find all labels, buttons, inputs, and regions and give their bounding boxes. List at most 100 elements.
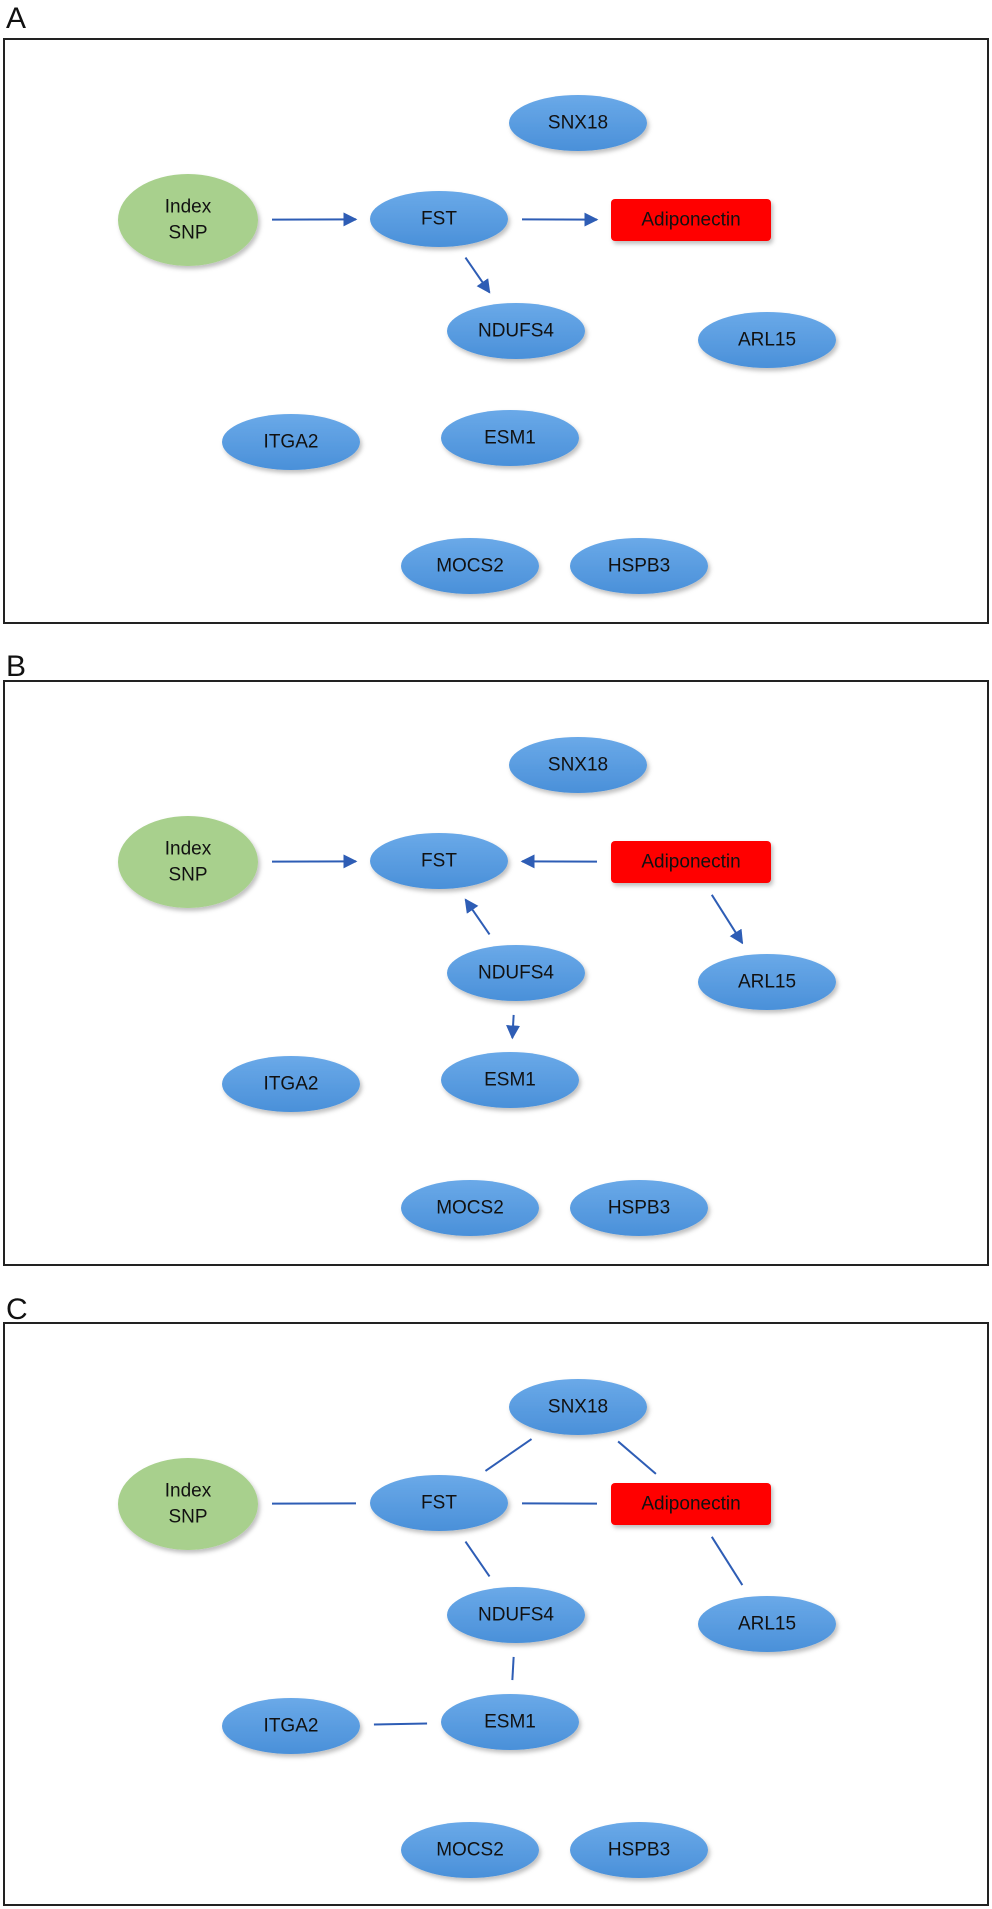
node-mocs2: MOCS2 (401, 1180, 539, 1236)
node-hspb3-shape (570, 538, 708, 594)
node-arl15: ARL15 (698, 1596, 836, 1652)
panel-label-c: C (6, 1293, 28, 1326)
node-snx18-label: SNX18 (548, 113, 608, 134)
node-hspb3-shape (570, 1822, 708, 1878)
node-itga2-shape (222, 1056, 360, 1112)
node-esm1-label: ESM1 (484, 1070, 536, 1091)
node-index-snp-label-2: SNP (168, 223, 207, 244)
node-adiponectin-label: Adiponectin (641, 1494, 740, 1515)
node-itga2-label: ITGA2 (264, 1074, 319, 1095)
node-mocs2-label: MOCS2 (436, 1198, 504, 1219)
edge-fst-snx18 (484, 1438, 533, 1472)
node-index-snp-label-1: Index (165, 839, 212, 860)
node-mocs2-shape (401, 1822, 539, 1878)
node-fst-label: FST (421, 1493, 457, 1514)
node-snx18-label: SNX18 (548, 755, 608, 776)
node-itga2: ITGA2 (222, 414, 360, 470)
node-fst-shape (370, 833, 508, 889)
edge-itga2-esm1 (373, 1722, 428, 1726)
node-ndufs4-label: NDUFS4 (478, 1605, 554, 1626)
node-adiponectin: Adiponectin (611, 841, 771, 883)
node-snx18-shape (509, 95, 647, 151)
node-hspb3: HSPB3 (570, 538, 708, 594)
node-esm1: ESM1 (441, 1052, 579, 1108)
node-esm1: ESM1 (441, 1694, 579, 1750)
node-ndufs4-shape (447, 945, 585, 1001)
node-index-snp-shape (118, 1458, 258, 1550)
node-fst: FST (370, 191, 508, 247)
node-arl15-shape (698, 312, 836, 368)
node-arl15-shape (698, 954, 836, 1010)
node-fst-label: FST (421, 851, 457, 872)
node-itga2-shape (222, 414, 360, 470)
node-arl15-label: ARL15 (738, 330, 796, 351)
node-mocs2: MOCS2 (401, 1822, 539, 1878)
node-esm1-label: ESM1 (484, 1712, 536, 1733)
node-esm1-label: ESM1 (484, 428, 536, 449)
node-fst: FST (370, 833, 508, 889)
node-fst-shape (370, 1475, 508, 1531)
node-fst: FST (370, 1475, 508, 1531)
node-itga2-shape (222, 1698, 360, 1754)
node-esm1: ESM1 (441, 410, 579, 466)
node-adiponectin-shape (611, 199, 771, 241)
edge-ndufs4-esm1 (511, 1656, 515, 1681)
node-adiponectin-label: Adiponectin (641, 852, 740, 873)
node-index-snp-shape (118, 174, 258, 266)
node-esm1-shape (441, 1694, 579, 1750)
node-snx18: SNX18 (509, 95, 647, 151)
node-snx18-shape (509, 737, 647, 793)
node-mocs2-shape (401, 1180, 539, 1236)
node-adiponectin-shape (611, 841, 771, 883)
node-hspb3: HSPB3 (570, 1180, 708, 1236)
node-arl15: ARL15 (698, 954, 836, 1010)
node-mocs2: MOCS2 (401, 538, 539, 594)
node-esm1-shape (441, 1052, 579, 1108)
edge-adiponectin-arl15 (710, 1536, 744, 1586)
panel-label-a: A (6, 2, 27, 35)
node-adiponectin: Adiponectin (611, 1483, 771, 1525)
node-itga2-label: ITGA2 (264, 432, 319, 453)
node-ndufs4-shape (447, 303, 585, 359)
edge-snx18-adiponectin (617, 1440, 657, 1475)
node-itga2: ITGA2 (222, 1056, 360, 1112)
node-fst-label: FST (421, 209, 457, 230)
node-arl15: ARL15 (698, 312, 836, 368)
node-mocs2-label: MOCS2 (436, 1840, 504, 1861)
node-mocs2-shape (401, 538, 539, 594)
edge-ndufs4-fst (464, 898, 491, 936)
edge-ndufs4-esm1 (506, 1014, 521, 1040)
node-hspb3-label: HSPB3 (608, 556, 670, 577)
node-fst-shape (370, 191, 508, 247)
edge-fst-ndufs4 (464, 1540, 491, 1578)
node-index-snp-label-1: Index (165, 197, 212, 218)
node-hspb3-label: HSPB3 (608, 1198, 670, 1219)
node-itga2-label: ITGA2 (264, 1716, 319, 1737)
node-ndufs4-label: NDUFS4 (478, 321, 554, 342)
node-ndufs4-label: NDUFS4 (478, 963, 554, 984)
node-arl15-label: ARL15 (738, 1614, 796, 1635)
node-ndufs4-shape (447, 1587, 585, 1643)
node-index-snp-label-2: SNP (168, 865, 207, 886)
node-ndufs4: NDUFS4 (447, 945, 585, 1001)
node-snx18: SNX18 (509, 737, 647, 793)
panel-label-b: B (6, 650, 27, 683)
node-esm1-shape (441, 410, 579, 466)
edge-fst-ndufs4 (464, 256, 491, 294)
node-ndufs4: NDUFS4 (447, 1587, 585, 1643)
node-index-snp-label-2: SNP (168, 1507, 207, 1528)
node-hspb3: HSPB3 (570, 1822, 708, 1878)
edge-adiponectin-arl15 (710, 894, 744, 945)
node-ndufs4: NDUFS4 (447, 303, 585, 359)
node-index-snp-shape (118, 816, 258, 908)
node-arl15-label: ARL15 (738, 972, 796, 993)
node-index-snp-label-1: Index (165, 1481, 212, 1502)
